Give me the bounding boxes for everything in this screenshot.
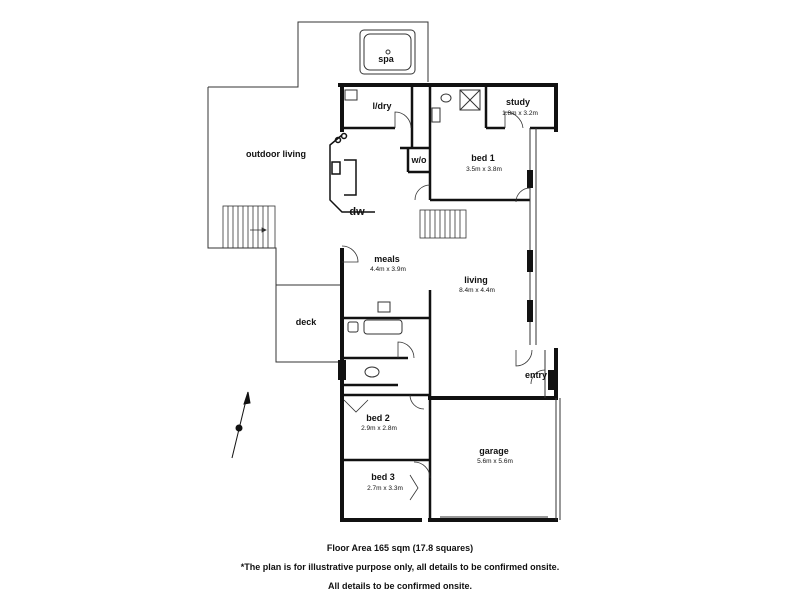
room-label-laundry: l/dry — [372, 101, 391, 111]
interior-walls — [342, 85, 556, 520]
confirm-onsite-text: All details to be confirmed onsite. — [327, 581, 473, 591]
room-label-walk-in-robe: w/o — [411, 155, 428, 165]
floor-plan: spa l/dry study 1.8m x 3.2m outdoor livi… — [207, 21, 561, 522]
kitchen-bench — [329, 132, 375, 213]
room-label-deck: deck — [296, 317, 318, 327]
room-label-meals: meals — [374, 254, 400, 264]
disclaimer-text: *The plan is for illustrative purpose on… — [240, 562, 560, 572]
room-dims-study: 1.8m x 3.2m — [502, 110, 538, 117]
room-label-garage: garage — [479, 446, 509, 456]
wall-posts — [338, 170, 554, 390]
room-dims-meals: 4.4m x 3.9m — [370, 266, 406, 273]
room-label-dishwasher: dw — [349, 206, 365, 218]
internal-stairs — [419, 209, 467, 239]
north-arrow-icon — [231, 391, 251, 459]
room-dims-garage: 5.6m x 5.6m — [477, 458, 513, 465]
outdoor-living-area — [207, 21, 429, 286]
room-label-outdoor-living: outdoor living — [246, 149, 306, 159]
room-label-entry: entry — [525, 370, 547, 380]
bathroom-fixtures — [344, 89, 481, 378]
exterior-walls — [338, 83, 558, 522]
door-swings — [341, 111, 546, 501]
room-label-spa: spa — [378, 54, 395, 64]
room-label-bed3: bed 3 — [371, 472, 395, 482]
deck-area — [275, 285, 342, 363]
east-windows — [529, 128, 561, 520]
outdoor-stairs — [222, 205, 276, 249]
room-label-study: study — [506, 97, 530, 107]
room-dims-bed3: 2.7m x 3.3m — [367, 485, 403, 492]
room-dims-living: 8.4m x 4.4m — [459, 287, 495, 294]
room-label-living: living — [464, 275, 488, 285]
room-dims-bed2: 2.9m x 2.8m — [361, 425, 397, 432]
spa-tub — [359, 29, 416, 75]
floor-area-text: Floor Area 165 sqm (17.8 squares) — [326, 543, 474, 553]
room-label-bed2: bed 2 — [366, 413, 390, 423]
room-dims-bed1: 3.5m x 3.8m — [466, 166, 502, 173]
room-label-bed1: bed 1 — [471, 153, 495, 163]
